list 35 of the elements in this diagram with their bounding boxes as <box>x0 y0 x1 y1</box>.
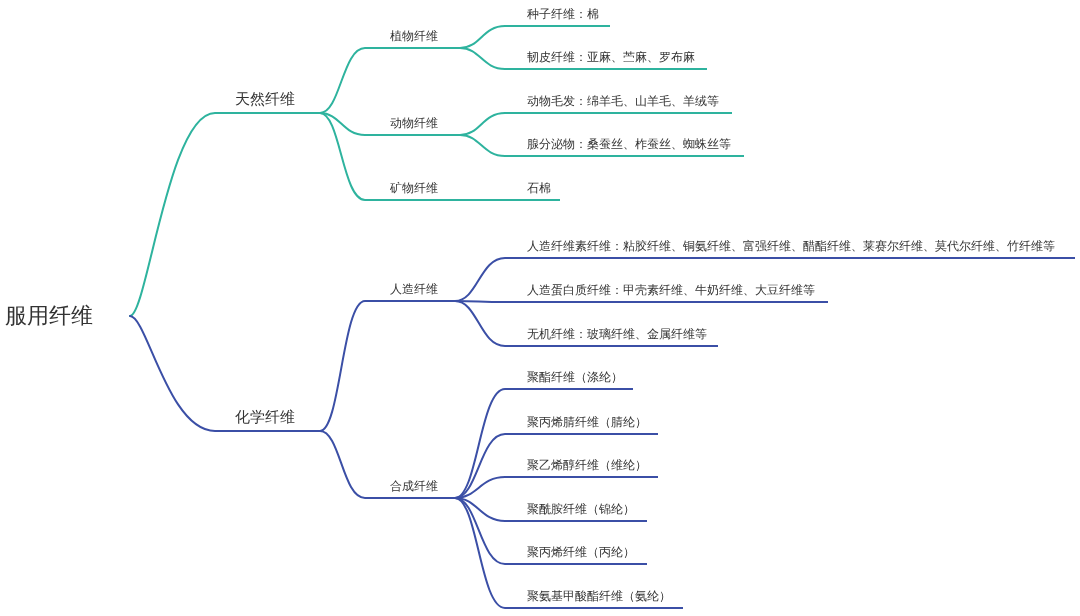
branch-topic: 石棉 <box>505 180 560 201</box>
branch-connector <box>459 47 506 70</box>
branch-connector <box>454 388 506 499</box>
branch-connector <box>129 112 216 317</box>
branch-connector <box>454 497 506 609</box>
branch-topic: 聚氨基甲酸酯纤维（氨纶） <box>505 588 683 609</box>
branch-topic: 腺分泌物：桑蚕丝、柞蚕丝、蜘蛛丝等 <box>505 136 744 157</box>
branch-topic: 聚丙烯纤维（丙纶） <box>505 544 647 565</box>
branch-connector <box>319 112 366 201</box>
branch-connector <box>129 315 216 432</box>
branch-connector <box>459 199 506 201</box>
branch-topic: 聚酯纤维（涤纶） <box>505 369 633 390</box>
branch-topic: 聚酰胺纤维（锦纶） <box>505 501 647 522</box>
branch-topic: 化学纤维 <box>215 407 320 432</box>
central-topic: 服用纤维 <box>3 301 130 331</box>
branch-topic: 动物毛发：绵羊毛、山羊毛、羊绒等 <box>505 93 732 114</box>
branch-topic: 矿物纤维 <box>365 180 460 201</box>
branch-topic: 植物纤维 <box>365 28 460 49</box>
branch-connector <box>454 300 506 347</box>
branch-connector <box>454 497 506 565</box>
branch-connector <box>459 134 506 157</box>
branch-connector <box>319 300 366 432</box>
branch-topic: 聚乙烯醇纤维（维纶） <box>505 457 658 478</box>
branch-topic: 人造蛋白质纤维：甲壳素纤维、牛奶纤维、大豆纤维等 <box>505 282 828 303</box>
branch-topic: 动物纤维 <box>365 115 460 136</box>
branch-topic: 韧皮纤维：亚麻、苎麻、罗布麻 <box>505 49 707 70</box>
branch-topic: 人造纤维素纤维：粘胶纤维、铜氨纤维、富强纤维、醋酯纤维、莱赛尔纤维、莫代尔纤维、竹纤维等 <box>505 238 1075 259</box>
branch-topic: 无机纤维：玻璃纤维、金属纤维等 <box>505 326 718 347</box>
branch-connector <box>319 430 366 499</box>
branch-topic: 种子纤维：棉 <box>505 6 610 27</box>
branch-connector <box>319 112 366 136</box>
branch-topic: 聚丙烯腈纤维（腈纶） <box>505 414 658 435</box>
branch-topic: 人造纤维 <box>365 281 455 302</box>
branch-topic: 天然纤维 <box>215 89 320 114</box>
branch-topic: 合成纤维 <box>365 478 455 499</box>
